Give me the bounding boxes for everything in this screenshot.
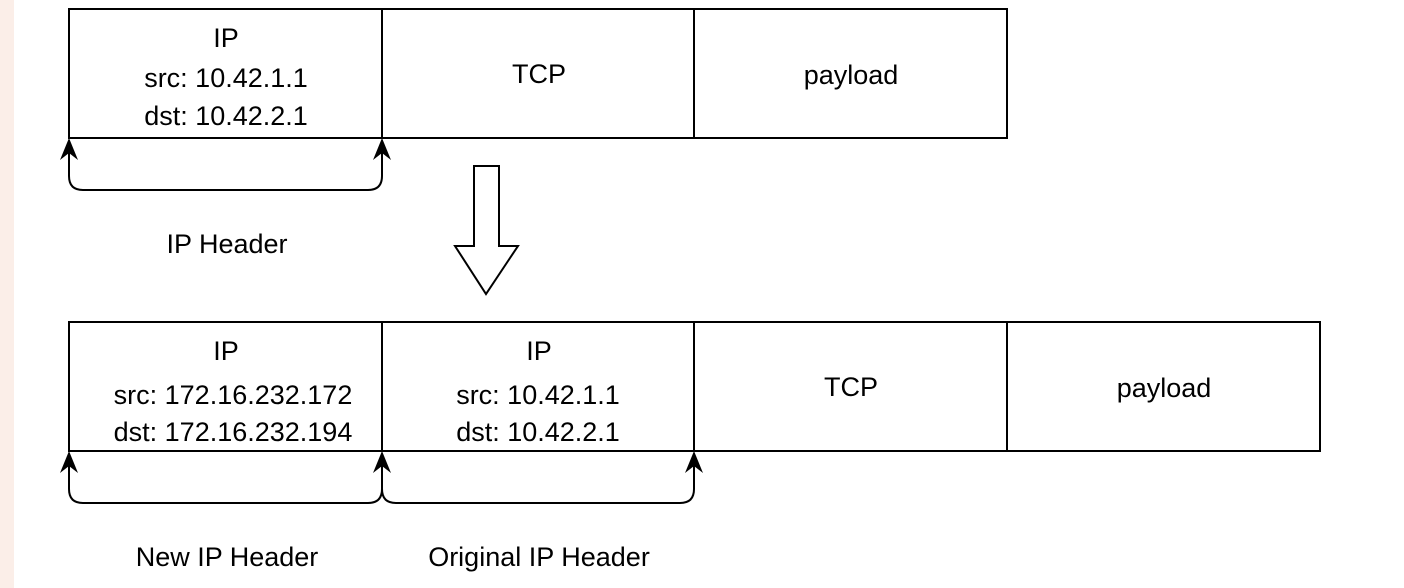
new-ip-header-left-arrowhead [60,451,78,473]
inner-ip-dst: dst: 10.42.2.1 [456,417,620,447]
encapsulated-packet: IP src: 172.16.232.172 dst: 172.16.232.1… [68,321,1321,452]
encapsulation-down-arrow [453,165,520,296]
encapsulated-tcp-label: TCP [824,372,878,402]
new-ip-header-brace [60,451,383,504]
left-edge-strip [0,0,14,588]
original-ip-header-right-arrowhead [685,451,703,473]
original-ip-dst: dst: 10.42.2.1 [144,101,308,131]
ip-header-right-arrowhead [373,138,391,160]
original-ip-box: IP src: 10.42.1.1 dst: 10.42.2.1 [68,8,383,139]
encapsulated-payload-label: payload [1117,373,1212,403]
original-tcp-box: TCP [381,8,695,139]
new-ip-header-label: New IP Header [136,542,319,572]
encapsulated-payload-box: payload [1006,321,1321,452]
ip-header-left-arrowhead [60,138,78,160]
new-ip-src: src: 172.16.232.172 [114,380,353,410]
original-ip-header-label: Original IP Header [428,542,650,572]
original-ip-src: src: 10.42.1.1 [144,63,308,93]
new-ip-title: IP [213,336,239,366]
encapsulated-tcp-box: TCP [693,321,1008,452]
inner-ip-src: src: 10.42.1.1 [456,380,620,410]
ip-header-brace [60,138,391,191]
original-tcp-label: TCP [512,59,566,89]
inner-ip-box: IP src: 10.42.1.1 dst: 10.42.2.1 [381,321,695,452]
original-payload-box: payload [693,8,1008,139]
new-ip-dst: dst: 172.16.232.194 [114,417,353,447]
inner-ip-title: IP [526,336,552,366]
new-ip-box: IP src: 172.16.232.172 dst: 172.16.232.1… [68,321,383,452]
ip-header-label: IP Header [166,229,287,259]
original-payload-label: payload [804,60,899,90]
original-ip-header-brace [373,451,703,504]
original-packet: IP src: 10.42.1.1 dst: 10.42.2.1 TCP pay… [68,8,1008,139]
original-ip-title: IP [213,23,239,53]
shared-header-arrowhead [373,451,391,473]
